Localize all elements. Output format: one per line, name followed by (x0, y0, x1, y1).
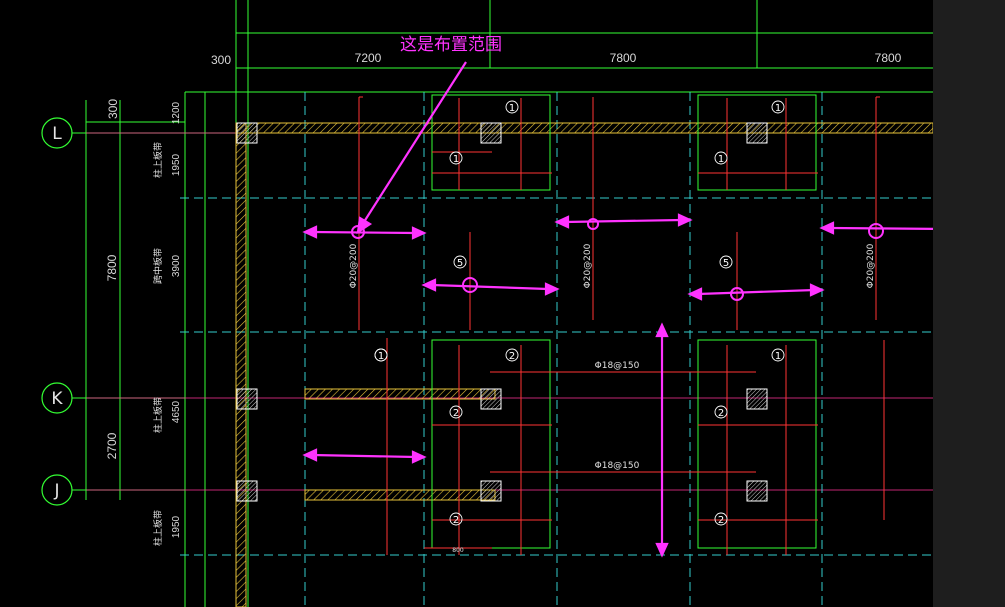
column-hatch-icon (746, 388, 768, 410)
circle-num: 1 (775, 351, 781, 362)
circle-number-text: 1 1 1 1 5 5 1 2 1 2 2 2 2 (378, 103, 781, 526)
circle-num: 1 (718, 154, 724, 165)
column-hatch-icon (236, 480, 258, 502)
arrow-icon (544, 282, 560, 296)
side-note-column-strip: 柱上板带 (152, 510, 164, 546)
arrow-icon (655, 542, 669, 558)
arrow-icon (655, 322, 669, 338)
circle-num: 2 (453, 408, 459, 419)
circle-num: 2 (718, 515, 724, 526)
circle-num: 1 (509, 103, 515, 114)
circle-num: 5 (723, 258, 729, 269)
column-hatch-icon (480, 388, 502, 410)
dim-left-7800: 7800 (105, 254, 119, 281)
side-notes: 柱上板带 跨中板带 柱上板带 柱上板带 (152, 142, 164, 546)
circle-num: 1 (378, 351, 384, 362)
axis-lines (86, 132, 933, 491)
axis-label-J: J (53, 481, 59, 501)
annotation-note: 这是布置范围 (400, 35, 502, 55)
rebar-label-v3: Φ20@200 (866, 243, 876, 288)
column-hatch-icon (236, 388, 258, 410)
arrow-icon (302, 225, 318, 239)
dim-seg-4650: 4650 (171, 400, 182, 423)
column-hatch-icon (480, 480, 502, 502)
arrow-icon (356, 216, 373, 235)
circle-num: 2 (509, 351, 515, 362)
side-note-column-strip: 柱上板带 (152, 397, 164, 433)
left-dimensions: 300 7800 2700 1200 1950 3900 4650 1950 (105, 99, 182, 538)
rebar-lines (358, 96, 885, 555)
arrow-icon (687, 287, 703, 301)
dim-top-300: 300 (211, 53, 231, 67)
axis-label-L: L (52, 124, 62, 144)
rebar-labels: Φ20@200 Φ20@200 Φ20@200 Φ18@150 Φ18@150 … (349, 243, 876, 554)
dim-left-2700: 2700 (105, 432, 119, 459)
rebar-label-h1: Φ18@150 (595, 361, 640, 371)
beams (235, 122, 934, 607)
circle-num: 2 (718, 408, 724, 419)
circle-num: 2 (453, 515, 459, 526)
columns (236, 122, 768, 502)
side-note-middle-strip: 跨中板带 (152, 248, 164, 284)
arrow-icon (411, 226, 427, 240)
column-hatch-icon (746, 122, 768, 144)
arrow-icon (554, 215, 570, 229)
rebar-label-small: 800 (452, 547, 464, 554)
strip-lines (180, 92, 933, 607)
dim-top-7800b: 7800 (875, 51, 902, 65)
arrow-icon (809, 283, 825, 297)
dim-left-300: 300 (106, 99, 120, 119)
rebar-label-v2: Φ20@200 (583, 243, 593, 288)
circle-numbers (374, 100, 785, 526)
axis-label-K: K (51, 389, 63, 409)
circle-num: 1 (775, 103, 781, 114)
viewport-side-panel[interactable] (933, 0, 1005, 607)
circle-num: 5 (457, 258, 463, 269)
column-hatch-icon (236, 122, 258, 144)
arrow-icon (411, 450, 427, 464)
dim-top-7800a: 7800 (610, 51, 637, 65)
arrow-icon (302, 448, 318, 462)
column-hatch-icon (746, 480, 768, 502)
dim-seg-1950a: 1950 (171, 153, 182, 176)
rebar-label-h2: Φ18@150 (595, 461, 640, 471)
dimension-lines (85, 0, 933, 607)
column-hatch-icon (480, 122, 502, 144)
arrow-icon (421, 278, 437, 292)
range-markers (302, 61, 960, 558)
axis-bubbles: L K J (41, 117, 86, 506)
rebar-label-v1: Φ20@200 (349, 243, 359, 288)
arrow-icon (819, 221, 835, 235)
dim-seg-1950b: 1950 (171, 515, 182, 538)
circle-num: 1 (453, 154, 459, 165)
dim-top-7200: 7200 (355, 51, 382, 65)
dim-seg-1200: 1200 (171, 101, 182, 124)
strip-boxes (431, 94, 817, 549)
arrow-icon (677, 213, 693, 227)
dim-seg-3900: 3900 (171, 254, 182, 277)
top-dimensions: 300 7200 7800 7800 (211, 51, 902, 67)
side-note-column-strip: 柱上板带 (152, 142, 164, 178)
